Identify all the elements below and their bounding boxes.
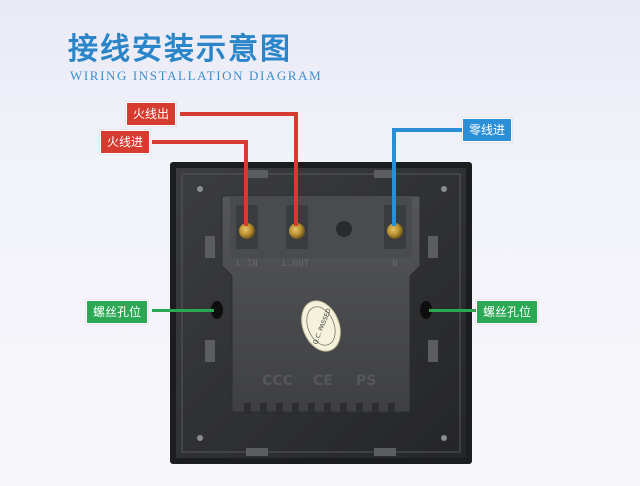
label-live-in: 火线进 [100, 130, 151, 154]
leader-screw-right [429, 309, 477, 312]
mark-ce: CE [313, 373, 333, 389]
terminal-neutral [384, 205, 406, 249]
mark-ccc: CCC [262, 373, 293, 389]
mark-n: N [392, 259, 397, 269]
mounting-clips [205, 170, 438, 456]
label-screw-hole-right: 螺丝孔位 [476, 300, 539, 324]
wire-live-in-vertical [244, 140, 248, 226]
wire-live-out-vertical [294, 112, 298, 226]
wire-live-out-horizontal [180, 112, 298, 116]
corner-dots [197, 186, 447, 441]
qc-passed-sticker: Q.C. PASSED [301, 300, 341, 352]
terminal-live-in [236, 205, 258, 249]
screw-hole-left [211, 301, 223, 319]
leader-screw-left [152, 309, 214, 312]
wire-live-in-horizontal [152, 140, 248, 144]
mark-l-out: L.OUT [282, 259, 310, 269]
label-screw-hole-left: 螺丝孔位 [86, 300, 149, 324]
label-live-out: 火线出 [126, 102, 177, 126]
wire-neutral-vertical [392, 128, 396, 226]
terminal-live-out [286, 205, 308, 249]
page-title: 接线安装示意图 [68, 32, 292, 67]
screw-hole-right [420, 301, 432, 319]
label-neutral-in: 零线进 [462, 118, 513, 142]
mark-l-in: L.IN [236, 259, 258, 269]
mark-ps: PS [356, 373, 376, 389]
page-subtitle: WIRING INSTALLATION DIAGRAM [70, 68, 323, 83]
wire-neutral-horizontal [392, 128, 464, 132]
